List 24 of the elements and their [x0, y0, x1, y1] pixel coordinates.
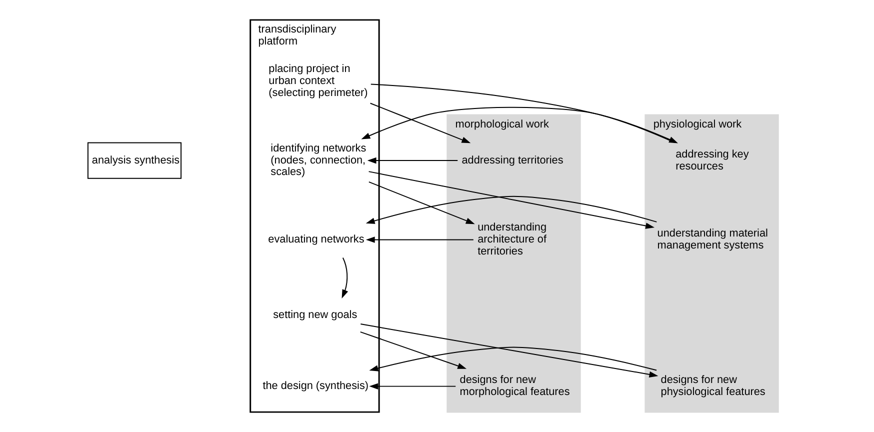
- node-text: the design (synthesis): [262, 380, 369, 392]
- arrow: [368, 171, 655, 229]
- arrow: [361, 106, 676, 144]
- arrow: [369, 346, 658, 372]
- node-box: analysis synthesis: [87, 142, 182, 179]
- node-text: evaluating networks: [268, 234, 364, 246]
- node-text: understanding architecture of territories: [478, 222, 547, 258]
- arrow: [360, 324, 658, 378]
- node-text: identifying networks (nodes, connection, scales): [270, 142, 366, 178]
- arrow: [366, 196, 658, 224]
- arrow: [367, 157, 458, 164]
- node-text: setting new goals: [273, 308, 358, 321]
- node-text: addressing territories: [462, 154, 564, 166]
- node-text: understanding material management systems: [657, 228, 768, 252]
- arrow: [366, 236, 474, 243]
- arrow: [369, 383, 456, 390]
- arrow: [360, 331, 467, 369]
- node-text: designs for new physiological features: [660, 374, 766, 398]
- arrow: [368, 181, 475, 224]
- arrow: [370, 102, 471, 144]
- node-text: designs for new morphological features: [460, 374, 570, 398]
- arrow: [342, 257, 348, 298]
- node-text: placing project in urban context (selecting perimeter): [268, 63, 368, 99]
- node-text: addressing key resources: [676, 148, 749, 172]
